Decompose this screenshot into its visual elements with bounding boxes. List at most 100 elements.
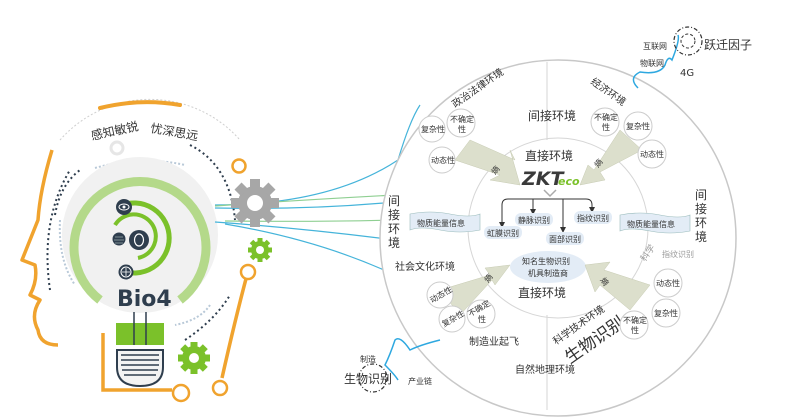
dashed-circle-icon — [673, 26, 703, 56]
sector-natural: 自然地理环境 — [515, 363, 575, 376]
method-fingerprint: 指纹识别 — [577, 213, 609, 223]
prop-dynamic: 动态性 — [431, 155, 455, 165]
iris-icon — [116, 199, 132, 215]
logo-eco: eco — [558, 175, 580, 188]
material-info-left-label: 物质能量信息 — [417, 218, 465, 228]
leap-factor-label: 跃迁因子 — [704, 38, 752, 52]
head-illustration: 感知敏锐 忧深思远 Bio4 — [20, 98, 272, 403]
node-circle — [171, 383, 191, 403]
node-circle — [231, 158, 247, 174]
faint-gear-icon — [109, 140, 125, 156]
vchar: 间 — [388, 194, 400, 208]
vchar: 接 — [388, 207, 400, 222]
prop-uncertain-2: 性 — [631, 325, 639, 335]
slogan-part1: 感知敏锐 — [90, 118, 140, 143]
circuit-line — [220, 274, 249, 379]
material-info-left: 物质能量信息 — [409, 211, 481, 233]
industry-chain-label: 产业链 — [408, 376, 432, 386]
prop-uncertain: 不确定 — [450, 114, 474, 124]
neck-line — [101, 333, 172, 392]
bio-recognition-label: 生物识别 — [344, 372, 392, 386]
method-face: 面部识别 — [549, 234, 581, 244]
bulb-base-threads — [121, 354, 159, 376]
center-ellipse — [510, 251, 586, 283]
internet-label: 互联网 — [643, 42, 667, 51]
down-chevron-icon — [543, 189, 557, 198]
prop-complex: 复杂性 — [421, 124, 445, 134]
indirect-env-left-vertical: 间 接 环 境 — [388, 194, 400, 250]
indirect-env-top: 间接环境 — [528, 108, 576, 123]
4g-label: 4G — [680, 68, 694, 79]
dotted-arc — [184, 294, 231, 341]
methods-tree — [499, 198, 595, 233]
head-top-arc — [98, 100, 182, 110]
method-iris: 虹膜识别 — [487, 228, 519, 238]
large-green-gear-icon — [178, 342, 210, 374]
manufacturing-label: 制造 — [360, 354, 376, 364]
entropy-arrow-top-right: 熵 — [579, 129, 643, 186]
prop-uncertain-2: 性 — [458, 124, 466, 134]
bulb-neck — [116, 323, 164, 345]
direct-env-top: 直接环境 — [525, 148, 573, 163]
small-green-gear-icon — [248, 238, 272, 262]
prop-uncertain: 不确定 — [623, 315, 647, 325]
entropy-arrow-top-left: 熵 — [454, 139, 521, 186]
head-profile — [20, 149, 59, 347]
leap-factor-bottom: 制造 生物识别 产业链 — [344, 338, 441, 393]
direct-env-bottom: 直接环境 — [518, 285, 566, 300]
leap-factor-top: 互联网 物联网 跃迁因子 4G — [632, 26, 752, 89]
center-title-line1: 知名生物识别 — [522, 256, 570, 266]
face-icon — [129, 230, 149, 250]
wave-line — [384, 338, 441, 381]
prop-complex: 复杂性 — [654, 308, 678, 318]
slogan-part2: 忧深思远 — [149, 121, 199, 143]
method-pill — [515, 213, 553, 226]
material-info-right-label: 物质能量信息 — [627, 219, 675, 229]
inner-dotted-arc — [174, 304, 211, 326]
prop-dynamic: 动态性 — [656, 278, 680, 288]
prop-uncertain-2: 性 — [478, 314, 486, 324]
prop-uncertain: 不确定 — [594, 112, 618, 122]
dashed-circle-icon — [358, 363, 388, 393]
green-outer-arc — [118, 200, 172, 276]
vchar: 境 — [695, 229, 707, 244]
dotted-arc — [189, 144, 236, 221]
method-vein: 静脉识别 — [518, 215, 550, 225]
prop-complex: 复杂性 — [626, 121, 650, 131]
center-title-line2: 机具制造商 — [528, 268, 568, 278]
method-pill — [574, 211, 612, 224]
head-dotted-arc — [59, 98, 241, 141]
prop-uncertain-2: 性 — [602, 122, 610, 132]
node-circle — [239, 263, 257, 281]
grey-gear-icon — [231, 179, 279, 227]
wave-line — [632, 34, 680, 89]
dotted-arc — [46, 169, 71, 291]
entropy-arrow-bottom-left: 熵 — [439, 264, 511, 316]
green-inner-arc — [113, 212, 158, 260]
material-info-right: 物质能量信息 — [619, 212, 691, 234]
logo-zk: ZKT — [521, 168, 566, 190]
manufacturing-rise: 制造业起飞 — [469, 335, 519, 348]
dashed-circle-inner — [680, 33, 696, 49]
product-name: Bio4 — [117, 287, 172, 312]
fingerprint-icon — [112, 232, 126, 246]
recognition-methods: 虹膜识别 静脉识别 面部识别 指纹识别 — [484, 211, 612, 245]
fingerprint-faint: 指纹识别 — [662, 249, 694, 259]
inner-dotted-arc — [58, 219, 76, 286]
indirect-env-right-vertical: 间 接 环 境 — [695, 188, 707, 244]
method-pill — [546, 232, 584, 245]
vchar: 间 — [695, 188, 707, 202]
vein-icon — [118, 264, 134, 280]
vchar: 境 — [388, 235, 400, 250]
iot-label: 物联网 — [640, 58, 664, 68]
zkteco-logo: ZKT eco — [521, 168, 580, 190]
vchar: 环 — [388, 222, 400, 236]
node-circle — [211, 379, 229, 397]
vchar: 环 — [695, 216, 707, 230]
vchar: 接 — [695, 201, 707, 216]
